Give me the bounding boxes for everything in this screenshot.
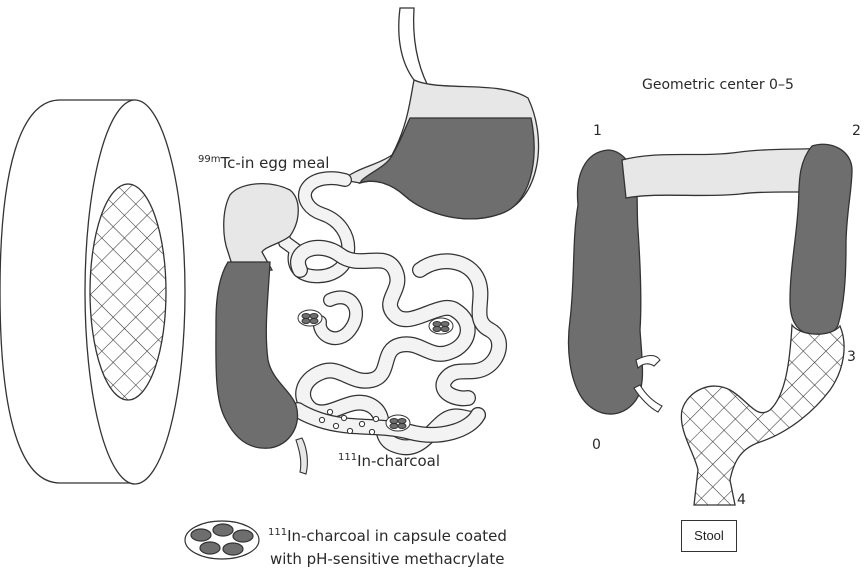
geometric-center-title: Geometric center 0–5 — [642, 78, 794, 92]
capsule-isotope: 111 — [268, 527, 287, 538]
abdominal-colon — [216, 184, 308, 474]
charcoal-isotope: 111 — [338, 452, 357, 463]
capsule-legend-label: 111In-charcoal in capsule coated — [268, 528, 507, 544]
egg-meal-text: Tc-in egg meal — [220, 154, 329, 172]
colon-region-label: 1 — [593, 124, 602, 138]
colon-region-label: 0 — [592, 438, 601, 452]
capsule-marker — [386, 415, 410, 431]
capsule-legend-line2: with pH-sensitive methacrylate — [270, 552, 504, 567]
colon-region-label: 2 — [852, 124, 861, 138]
egg-meal-isotope: 99m — [198, 154, 220, 165]
stomach — [343, 8, 539, 219]
detector-collimator — [90, 184, 166, 400]
capsule-marker — [298, 310, 322, 326]
charcoal-text: In-charcoal — [357, 452, 440, 470]
colon-region-label: 4 — [737, 493, 746, 507]
stool-box: Stool — [681, 520, 737, 552]
egg-meal-label: 99mTc-in egg meal — [198, 155, 329, 171]
capsule-icon — [185, 521, 259, 559]
capsule-marker — [429, 318, 453, 334]
charcoal-label: 111In-charcoal — [338, 453, 440, 469]
colon-diagram — [569, 144, 853, 505]
capsule-legend-line1: In-charcoal in capsule coated — [287, 527, 507, 545]
stomach-contents-marker — [360, 118, 534, 219]
colon-region-label: 3 — [847, 350, 856, 364]
gamma-camera-icon — [0, 100, 185, 484]
